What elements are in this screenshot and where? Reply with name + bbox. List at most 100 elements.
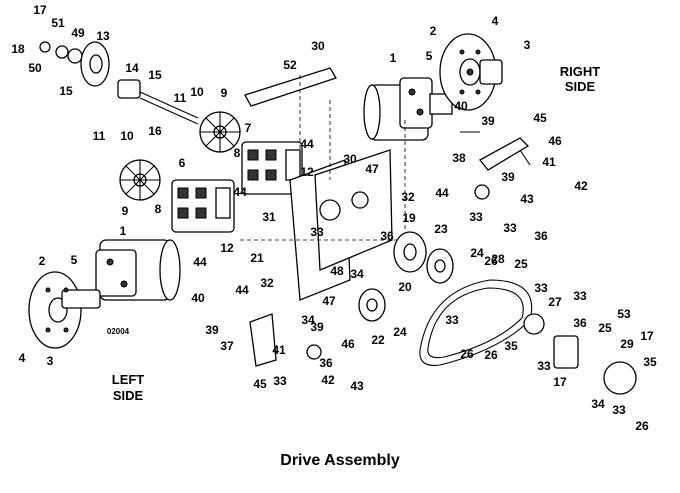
left-side-label-line2: SIDE — [113, 388, 144, 403]
part-callout: 42 — [574, 179, 588, 193]
part-callout: 2 — [39, 254, 46, 268]
part-callout: 31 — [262, 210, 276, 224]
right-drive-hub — [439, 33, 503, 111]
part-callout: 15 — [148, 68, 162, 82]
hydrostatic-pump-upper — [241, 141, 303, 195]
idler-arm-right — [460, 131, 531, 200]
diagram-caption: Drive Assembly — [280, 452, 400, 469]
right-hydraulic-motor — [363, 77, 453, 141]
part-callout: 2 — [430, 24, 437, 38]
part-callout: 33 — [445, 313, 459, 327]
part-callout: 41 — [272, 343, 286, 357]
figure-code: 02004 — [107, 327, 130, 336]
part-callout: 39 — [310, 320, 324, 334]
part-callout: 44 — [300, 137, 314, 151]
part-callout: 44 — [233, 185, 247, 199]
part-callout: 33 — [573, 289, 587, 303]
idler-arm-left — [249, 313, 322, 367]
part-callout: 12 — [300, 165, 314, 179]
hydrostatic-pump-lower — [171, 179, 235, 233]
part-callout: 44 — [435, 186, 449, 200]
part-callout: 33 — [310, 225, 324, 239]
part-callout: 3 — [524, 38, 531, 52]
part-callout: 44 — [193, 255, 207, 269]
part-callout: 36 — [573, 316, 587, 330]
pulley-23 — [426, 248, 454, 284]
part-callout: 35 — [504, 339, 518, 353]
part-callout: 26 — [484, 348, 498, 362]
part-callout: 18 — [11, 42, 25, 56]
cooling-fan-lower — [119, 159, 161, 201]
right-side-label-line2: SIDE — [565, 79, 596, 94]
pulley-19 — [393, 231, 427, 273]
part-callout: 49 — [71, 26, 85, 40]
part-callout: 6 — [179, 156, 186, 170]
bracket-52 — [244, 67, 337, 107]
part-callout: 53 — [617, 307, 631, 321]
part-callout: 40 — [454, 99, 468, 113]
part-callout: 51 — [51, 16, 65, 30]
part-callout: 40 — [191, 291, 205, 305]
part-callout: 17 — [640, 329, 654, 343]
part-callout: 8 — [234, 146, 241, 160]
part-callout: 32 — [260, 276, 274, 290]
part-callout: 26 — [0, 0, 7, 3]
part-callout: 38 — [452, 151, 466, 165]
part-callout: 36 — [319, 356, 333, 370]
part-callout: 19 — [402, 211, 416, 225]
part-callout: 33 — [273, 374, 287, 388]
part-callout: 29 — [620, 337, 634, 351]
part-callout: 52 — [283, 58, 297, 72]
part-callout: 33 — [534, 281, 548, 295]
part-callout: 47 — [365, 162, 379, 176]
part-callout: 50 — [28, 61, 42, 75]
part-callout: 10 — [190, 85, 204, 99]
part-callout: 10 — [120, 129, 134, 143]
part-callout: 48 — [330, 264, 344, 278]
part-callout: 30 — [343, 152, 357, 166]
part-callout: 34 — [591, 397, 605, 411]
left-drive-hub — [28, 271, 101, 349]
left-hydraulic-motor — [95, 239, 181, 301]
left-side-label-line1: LEFT — [112, 372, 145, 387]
part-callout: 11 — [93, 129, 106, 143]
part-callout: 14 — [125, 61, 139, 75]
part-callout: 41 — [542, 155, 556, 169]
part-callout: 25 — [514, 257, 528, 271]
part-callout: 36 — [380, 229, 394, 243]
part-callout: 33 — [469, 210, 483, 224]
part-callout: 47 — [322, 294, 336, 308]
part-callout: 32 — [401, 190, 415, 204]
cooling-fan-upper — [199, 111, 241, 153]
part-callout: 45 — [253, 377, 267, 391]
part-callout: 30 — [311, 39, 325, 53]
part-callout: 9 — [221, 86, 228, 100]
right-side-label-line1: RIGHT — [560, 64, 601, 79]
part-callout: 12 — [220, 241, 234, 255]
part-callout: 5 — [71, 253, 78, 267]
part-callout: 8 — [155, 202, 162, 216]
part-callout: 33 — [612, 403, 626, 417]
belt-25-inner — [427, 287, 524, 359]
part-callout: 13 — [96, 29, 110, 43]
part-callout: 11 — [174, 91, 187, 105]
part-callout: 22 — [371, 333, 385, 347]
part-callout: 24 — [393, 325, 407, 339]
part-callout: 26 — [635, 419, 649, 433]
part-callout: 4 — [492, 14, 499, 28]
part-callout: 3 — [47, 354, 54, 368]
part-callout: 26 — [484, 254, 498, 268]
part-callout: 24 — [470, 246, 484, 260]
part-callout: 4 — [19, 351, 26, 365]
part-callout: 44 — [235, 283, 249, 297]
part-callout: 43 — [350, 379, 364, 393]
bearing-plate-right — [523, 313, 637, 395]
part-callout: 36 — [534, 229, 548, 243]
part-callout: 39 — [205, 323, 219, 337]
part-callout: 46 — [548, 134, 562, 148]
part-callout: 1 — [120, 224, 127, 238]
part-callout: 17 — [33, 3, 47, 17]
part-callout: 39 — [481, 114, 495, 128]
